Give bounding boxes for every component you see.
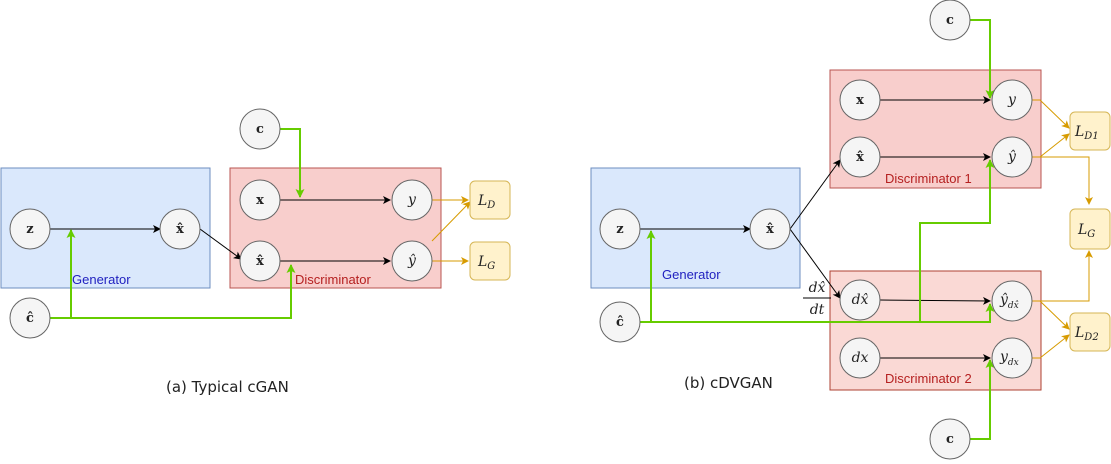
node-yhat-dxhat: ŷdx̂ (991, 280, 1033, 322)
svg-text:x̂: x̂ (256, 254, 264, 269)
cgan-diagram: Generator Discriminator z x̂ c ĉ x (0, 108, 511, 396)
svg-text:x̂: x̂ (176, 222, 184, 237)
svg-text:ŷ: ŷ (407, 252, 417, 269)
loss-ld: LD (469, 180, 511, 220)
svg-text:z: z (26, 222, 33, 237)
arrow-xhat-to-disc1 (789, 159, 841, 230)
node-c-top: c (929, 0, 971, 41)
arrow-dxhat-to-yhatdx (879, 296, 991, 305)
svg-text:dt: dt (810, 302, 825, 318)
svg-text:dx: dx (852, 350, 869, 366)
svg-text:x: x (856, 93, 864, 108)
arrow-xhat-to-disc2 (789, 228, 841, 299)
condition-arrow-c-top (970, 19, 995, 99)
generator-label-2: Generator (662, 267, 721, 282)
node-chat-condition: ĉ (9, 297, 51, 339)
svg-text:x̂: x̂ (766, 222, 774, 237)
arrow-yhatdx-to-ld2 (1030, 300, 1070, 330)
caption-cdvgan: (b) cDVGAN (684, 374, 773, 392)
svg-text:ŷdx̂: ŷdx̂ (999, 291, 1019, 311)
arrow-ydx-to-ld2 (1030, 334, 1070, 359)
generator-label: Generator (72, 272, 131, 287)
node-c-bottom: c (929, 418, 971, 460)
node-dxhat: dx̂ (839, 279, 881, 321)
svg-text:LG: LG (477, 254, 495, 272)
svg-text:y: y (407, 192, 417, 208)
node-x-real-2: x (839, 79, 881, 121)
svg-text:LD: LD (477, 193, 495, 211)
node-yhat-output-2: ŷ (991, 136, 1033, 178)
node-xhat-disc1-input: x̂ (839, 136, 881, 178)
arrow-yhat-to-lg-2 (1040, 156, 1093, 205)
loss-lg: LG (469, 241, 511, 281)
node-c-condition: c (239, 108, 281, 150)
node-y-output: y (391, 179, 433, 221)
node-xhat-generated: x̂ (159, 208, 201, 250)
condition-arrow-c-bottom (970, 359, 995, 440)
condition-arrow-chat-disc1 (919, 159, 995, 322)
condition-arrow-chat-disc2 (651, 303, 995, 323)
loss-ld1: LD1 (1069, 111, 1111, 151)
svg-text:z: z (616, 222, 623, 237)
node-chat-condition-2: ĉ (599, 301, 641, 343)
loss-ld2: LD2 (1069, 312, 1111, 352)
svg-text:dx̂: dx̂ (809, 280, 826, 296)
svg-text:ydx: ydx (999, 349, 1019, 368)
svg-text:ŷ: ŷ (1007, 148, 1017, 165)
node-xhat-generated-2: x̂ (749, 208, 791, 250)
discriminator1-label: Discriminator 1 (885, 171, 972, 186)
arrow-y-to-ld1 (1030, 99, 1070, 129)
node-y-output-2: y (991, 79, 1033, 121)
svg-text:dx̂: dx̂ (852, 292, 869, 308)
caption-cgan: (a) Typical cGAN (166, 378, 289, 396)
condition-arrow-c (280, 128, 305, 198)
svg-text:y: y (1007, 92, 1017, 108)
discriminator-label: Discriminator (295, 272, 372, 287)
arrow-yhatdx-to-lg (1040, 250, 1093, 302)
node-y-dx: ydx (991, 337, 1033, 379)
svg-text:LD2: LD2 (1074, 325, 1099, 343)
arrow-yhat-to-ld (431, 201, 471, 242)
svg-text:x: x (256, 193, 264, 208)
node-x-real: x (239, 179, 281, 221)
node-yhat-output: ŷ (391, 240, 433, 282)
loss-lg-2: LG (1069, 208, 1111, 250)
derivative-label: dx̂ dt (803, 280, 831, 318)
svg-text:LD1: LD1 (1074, 124, 1099, 142)
svg-text:x̂: x̂ (856, 150, 864, 165)
svg-text:ĉ: ĉ (616, 315, 624, 330)
node-z: z (9, 208, 51, 250)
node-z-2: z (599, 208, 641, 250)
svg-text:c: c (946, 432, 954, 447)
svg-text:c: c (946, 13, 954, 28)
discriminator2-label: Discriminator 2 (885, 371, 972, 386)
svg-text:c: c (256, 122, 264, 137)
node-dx: dx (839, 337, 881, 379)
node-xhat-disc-input: x̂ (239, 240, 281, 282)
arrow-xhat-to-disc (199, 228, 242, 260)
svg-text:LG: LG (1077, 222, 1095, 240)
condition-arrow-chat-disc (71, 264, 296, 319)
svg-text:ĉ: ĉ (26, 311, 34, 326)
cdvgan-diagram: Generator Discriminator 1 Discriminator … (590, 0, 1111, 460)
